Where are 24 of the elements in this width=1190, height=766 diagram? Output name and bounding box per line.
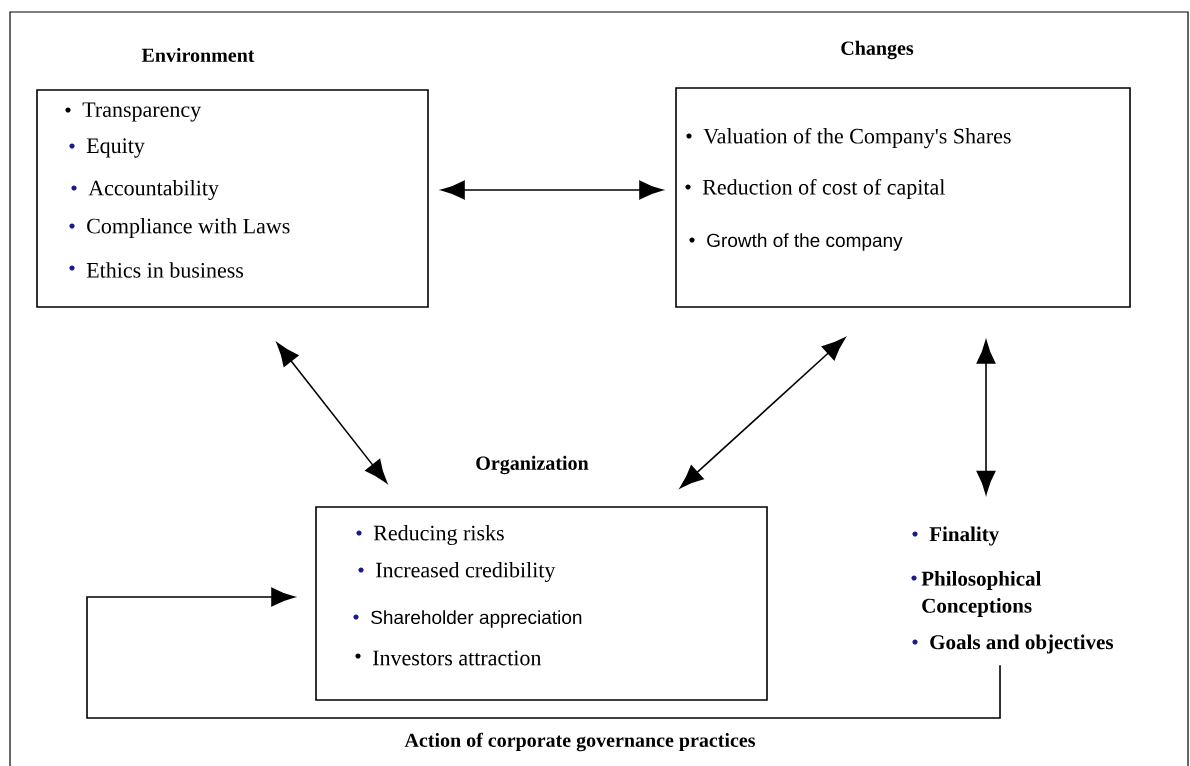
bullet-item: Investors attraction <box>355 650 542 666</box>
arrow <box>976 340 996 495</box>
heading: Organization <box>476 455 589 475</box>
arrow <box>276 342 388 484</box>
bullet-item: Shareholder appreciation <box>353 610 582 628</box>
bullet-item: Reduction of cost of capital <box>685 178 945 200</box>
bullet-item: Valuation of the Company's Shares <box>686 127 1011 149</box>
bullet-item: Reducing risks <box>356 525 504 545</box>
bullet-item: Goals and objectives <box>912 634 1114 654</box>
bullet-item: Growth of the company <box>689 233 903 251</box>
bullet-item: Equity <box>69 138 145 158</box>
bullet-item: Accountability <box>71 180 219 200</box>
bullet-item: Finality <box>912 526 999 546</box>
arrow <box>86 587 1001 719</box>
edge-label: Action of corporate governance practices <box>403 731 757 753</box>
bullet-item: Ethics in business <box>69 262 244 278</box>
bullet-item: Increased credibility <box>358 562 556 582</box>
arrow <box>680 337 846 488</box>
arrow <box>441 180 663 200</box>
heading: Changes <box>841 40 914 60</box>
bullet-item: Transparency <box>65 102 202 122</box>
heading: Environment <box>141 47 255 63</box>
bullet-item: Compliance with Laws <box>69 218 290 238</box>
bullet-item: Philosophical Conceptions <box>911 571 1042 618</box>
